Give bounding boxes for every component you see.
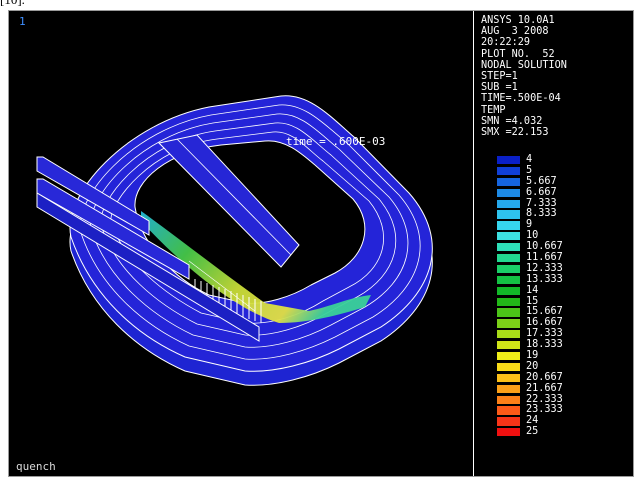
legend-swatch xyxy=(497,254,520,263)
legend-swatch xyxy=(497,395,520,404)
legend-label: 6.667 xyxy=(526,186,557,198)
legend-swatch xyxy=(497,384,520,393)
legend-label: 10 xyxy=(526,230,539,242)
figure-caption: [10]. xyxy=(0,0,25,8)
legend-swatch xyxy=(497,417,520,426)
legend-label: 8.333 xyxy=(526,208,557,220)
legend-label: 17.333 xyxy=(526,328,563,340)
legend-label: 12.333 xyxy=(526,262,563,274)
legend-swatch xyxy=(497,177,520,186)
legend-swatch xyxy=(497,275,520,284)
legend-swatch xyxy=(497,352,520,361)
legend-label: 18.333 xyxy=(526,339,563,351)
info-date: AUG 3 2008 xyxy=(481,26,549,38)
legend-swatch xyxy=(497,319,520,328)
legend-swatch xyxy=(497,297,520,306)
legend-label: 15 xyxy=(526,295,539,307)
legend-label: 5.667 xyxy=(526,175,557,187)
legend-swatch xyxy=(497,221,520,230)
graphics-viewport[interactable]: 1 time = .600E-03 quench ANSYS 10.0A1 AU… xyxy=(8,10,634,477)
legend-label: 11.667 xyxy=(526,252,563,264)
legend-label: 10.667 xyxy=(526,241,563,253)
legend-swatch xyxy=(497,166,520,176)
legend-swatch xyxy=(497,188,520,197)
legend-swatch xyxy=(497,308,520,317)
info-plot-no: PLOT NO. 52 xyxy=(481,48,555,60)
quench-hot-zone xyxy=(141,211,371,323)
legend-swatch xyxy=(497,156,520,165)
legend-label: 7.333 xyxy=(526,197,557,209)
model-title: quench xyxy=(16,460,56,473)
info-sim-time: TIME=.500E-04 xyxy=(481,93,561,105)
legend-swatch xyxy=(497,264,520,274)
legend-swatch xyxy=(497,210,520,219)
info-solution-type: NODAL SOLUTION xyxy=(481,59,567,71)
info-smn: SMN =4.032 xyxy=(481,115,543,127)
legend-label: 5 xyxy=(526,164,533,176)
legend-label: 22.333 xyxy=(526,393,563,405)
legend-label: 4 xyxy=(526,154,533,165)
coil-model[interactable] xyxy=(9,11,473,476)
legend-swatch xyxy=(497,199,520,208)
legend-label: 13.333 xyxy=(526,273,563,285)
info-sub: SUB =1 xyxy=(481,82,518,94)
legend-swatch xyxy=(497,232,520,241)
lead-plate-upper xyxy=(36,156,150,236)
window-number: 1 xyxy=(19,15,26,28)
legend-divider xyxy=(473,11,474,476)
info-smx: SMX =22.153 xyxy=(481,127,549,139)
info-step: STEP=1 xyxy=(481,71,518,83)
info-time: 20:22:29 xyxy=(481,37,531,49)
legend-swatch xyxy=(497,373,520,382)
legend-label: 20 xyxy=(526,360,539,372)
legend-swatch xyxy=(497,286,520,295)
info-quantity: TEMP xyxy=(481,104,506,116)
legend-label: 25 xyxy=(526,426,539,438)
legend-label: 20.667 xyxy=(526,371,563,383)
legend-label: 23.333 xyxy=(526,404,563,416)
legend-swatch xyxy=(497,330,520,339)
coil-cross-lead xyxy=(158,134,300,268)
time-annotation: time = .600E-03 xyxy=(286,135,386,148)
legend-swatch xyxy=(497,362,520,372)
legend-label: 21.667 xyxy=(526,382,563,394)
legend-swatch xyxy=(497,406,520,415)
legend-swatch xyxy=(497,341,520,350)
legend-label: 16.667 xyxy=(526,317,563,329)
solution-info: ANSYS 10.0A1 AUG 3 2008 20:22:29 PLOT NO… xyxy=(481,15,567,138)
legend-label: 14 xyxy=(526,284,539,296)
legend-label: 15.667 xyxy=(526,306,563,318)
legend-swatch xyxy=(497,428,520,437)
lead-plate-lower xyxy=(36,178,190,280)
legend-label: 19 xyxy=(526,350,539,362)
legend-label: 9 xyxy=(526,219,533,231)
legend-label: 24 xyxy=(526,415,539,427)
info-version: ANSYS 10.0A1 xyxy=(481,15,555,26)
legend-swatch xyxy=(497,243,520,252)
